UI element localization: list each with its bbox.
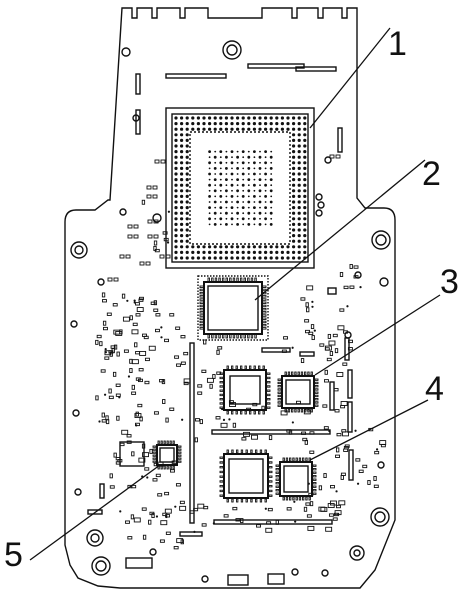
callout-2: 2: [422, 155, 441, 193]
mount-hole: [86, 529, 104, 547]
mount-hole: [349, 545, 365, 561]
board-outline: [64, 7, 396, 589]
chip-2-qfp: [197, 275, 269, 341]
mount-hole: [70, 241, 88, 259]
callout-3: 3: [440, 263, 459, 301]
mount-hole: [222, 40, 242, 60]
leader-line-4: [309, 399, 429, 461]
mount-hole: [370, 507, 390, 527]
mount-hole: [371, 230, 391, 250]
leader-line-1: [309, 27, 391, 129]
chip-3-pair: [223, 369, 315, 411]
callout-5: 5: [4, 536, 23, 574]
chip-4-pair: [223, 453, 313, 499]
leader-line-3: [314, 294, 441, 376]
chip-5: [119, 441, 178, 467]
chip-1-bga: [165, 107, 315, 269]
leader-line-5: [29, 464, 161, 561]
mount-hole: [91, 556, 111, 576]
leader-line-2: [254, 159, 426, 301]
callout-1: 1: [388, 25, 407, 63]
callout-4: 4: [425, 370, 444, 408]
